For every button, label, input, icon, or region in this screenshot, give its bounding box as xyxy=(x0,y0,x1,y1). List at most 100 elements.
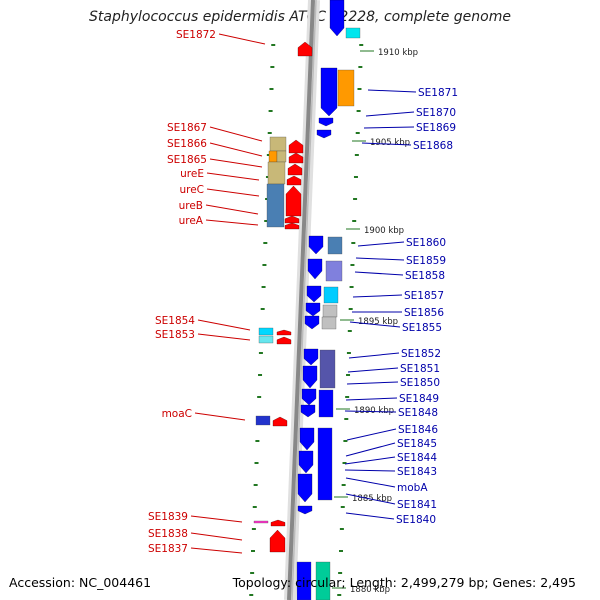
gene-ureb[interactable] xyxy=(284,215,300,224)
gene-label-right[interactable]: SE1849 xyxy=(399,393,439,405)
feature-box-left[interactable] xyxy=(253,520,269,524)
feature-box-right[interactable] xyxy=(325,260,343,282)
gene-label-right[interactable]: SE1870 xyxy=(416,107,456,119)
gene-label-right[interactable]: SE1855 xyxy=(402,322,442,334)
feature-box-left[interactable] xyxy=(255,415,271,426)
gene-label-right[interactable]: SE1850 xyxy=(400,377,440,389)
feature-box-left[interactable] xyxy=(269,136,287,152)
gene-moac[interactable] xyxy=(272,416,288,427)
gene-label-right[interactable]: SE1871 xyxy=(418,87,458,99)
gene-label-right[interactable]: SE1841 xyxy=(397,499,437,511)
feature-box-left[interactable] xyxy=(266,183,285,228)
feature-box-left[interactable] xyxy=(258,327,274,336)
gene-se1859[interactable] xyxy=(307,258,323,280)
tick-mark-right xyxy=(347,330,352,332)
feature-box-left[interactable] xyxy=(268,150,278,163)
gene-urea[interactable] xyxy=(284,222,300,230)
feature-box-left[interactable] xyxy=(267,161,286,185)
gene-label-left[interactable]: ureE xyxy=(180,168,204,180)
gene-bottom-forward[interactable] xyxy=(296,561,312,600)
gene-label-right[interactable]: SE1846 xyxy=(398,424,438,436)
gene-label-right[interactable]: SE1859 xyxy=(406,255,446,267)
leader-line-left xyxy=(197,319,251,331)
gene-se1857[interactable] xyxy=(306,285,322,303)
gene-se1851[interactable] xyxy=(302,365,318,389)
gene-label-left[interactable]: SE1839 xyxy=(148,511,188,523)
gene-se1846[interactable] xyxy=(299,427,315,451)
gene-label-right[interactable]: SE1858 xyxy=(405,270,445,282)
gene-se1870[interactable] xyxy=(318,117,334,127)
gene-se1872[interactable] xyxy=(297,41,313,57)
feature-box-right[interactable] xyxy=(318,389,334,418)
gene-top-forward[interactable] xyxy=(329,0,345,37)
gene-label-right[interactable]: mobA xyxy=(397,482,428,494)
leader-line-right xyxy=(345,512,395,520)
gene-label-left[interactable]: ureA xyxy=(179,215,204,227)
feature-box-right[interactable] xyxy=(337,69,355,107)
gene-label-right[interactable]: SE1868 xyxy=(413,140,453,152)
gene-label-left[interactable]: SE1867 xyxy=(167,122,207,134)
gene-label-left[interactable]: SE1866 xyxy=(167,138,207,150)
feature-box-right[interactable] xyxy=(327,236,343,255)
gene-se1871[interactable] xyxy=(320,67,338,117)
gene-se1866[interactable] xyxy=(288,152,304,164)
leader-line-right xyxy=(363,126,415,129)
gene-label-right[interactable]: SE1851 xyxy=(400,363,440,375)
tick-mark-left xyxy=(254,462,259,464)
gene-label-right[interactable]: SE1848 xyxy=(398,407,438,419)
gene-label-left[interactable]: ureC xyxy=(179,184,204,196)
leader-line-left xyxy=(190,532,243,541)
gene-label-left[interactable]: ureB xyxy=(179,200,203,212)
tick-mark-left xyxy=(270,66,275,68)
gene-label-right[interactable]: SE1869 xyxy=(416,122,456,134)
feature-box-right[interactable] xyxy=(317,427,333,501)
leader-line-right xyxy=(354,271,404,276)
feature-box-right[interactable] xyxy=(315,561,331,600)
feature-box-left[interactable] xyxy=(258,335,274,344)
feature-box-left[interactable] xyxy=(276,150,287,163)
gene-label-right[interactable]: SE1852 xyxy=(401,348,441,360)
tick-mark-left xyxy=(252,506,257,508)
gene-label-left[interactable]: SE1838 xyxy=(148,528,188,540)
gene-se1840[interactable] xyxy=(297,505,313,515)
gene-se1844[interactable] xyxy=(298,450,314,474)
gene-label-right[interactable]: SE1844 xyxy=(397,452,437,464)
gene-label-right[interactable]: SE1857 xyxy=(404,290,444,302)
gene-se1860[interactable] xyxy=(308,235,324,255)
gene-se1854[interactable] xyxy=(276,329,292,336)
gene-se1853[interactable] xyxy=(276,336,292,345)
gene-moba[interactable] xyxy=(297,473,313,503)
feature-box-right[interactable] xyxy=(323,286,339,304)
gene-label-left[interactable]: moaC xyxy=(162,408,192,420)
gene-se1849[interactable] xyxy=(301,388,317,406)
gene-se1852[interactable] xyxy=(303,348,319,366)
feature-box-right[interactable] xyxy=(345,27,361,39)
gene-label-left[interactable]: SE1853 xyxy=(155,329,195,341)
gene-se1856[interactable] xyxy=(305,302,321,317)
gene-label-right[interactable]: SE1845 xyxy=(397,438,437,450)
gene-label-right[interactable]: SE1860 xyxy=(406,237,446,249)
gene-label-left[interactable]: SE1837 xyxy=(148,543,188,555)
ruler-label: 1910 kbp xyxy=(378,48,418,58)
gene-label-right[interactable]: SE1840 xyxy=(396,514,436,526)
feature-box-right[interactable] xyxy=(322,304,338,318)
gene-se1839[interactable] xyxy=(270,519,286,527)
gene-se1865[interactable] xyxy=(287,163,303,176)
gene-se1838[interactable] xyxy=(269,529,286,553)
gene-label-left[interactable]: SE1854 xyxy=(155,315,195,327)
gene-label-left[interactable]: SE1865 xyxy=(167,154,207,166)
gene-urec[interactable] xyxy=(285,185,302,217)
gene-label-left[interactable]: SE1872 xyxy=(176,29,216,41)
gene-label-right[interactable]: SE1843 xyxy=(397,466,437,478)
gene-se1855[interactable] xyxy=(304,315,320,330)
feature-box-right[interactable] xyxy=(321,316,337,330)
tick-mark-left xyxy=(249,594,254,596)
gene-label-right[interactable]: SE1856 xyxy=(404,307,444,319)
gene-uree[interactable] xyxy=(286,175,302,186)
gene-se1867[interactable] xyxy=(288,139,304,154)
tick-mark-right xyxy=(351,242,356,244)
gene-se1869[interactable] xyxy=(316,129,332,139)
feature-box-right[interactable] xyxy=(319,349,336,389)
gene-se1848[interactable] xyxy=(300,404,316,418)
